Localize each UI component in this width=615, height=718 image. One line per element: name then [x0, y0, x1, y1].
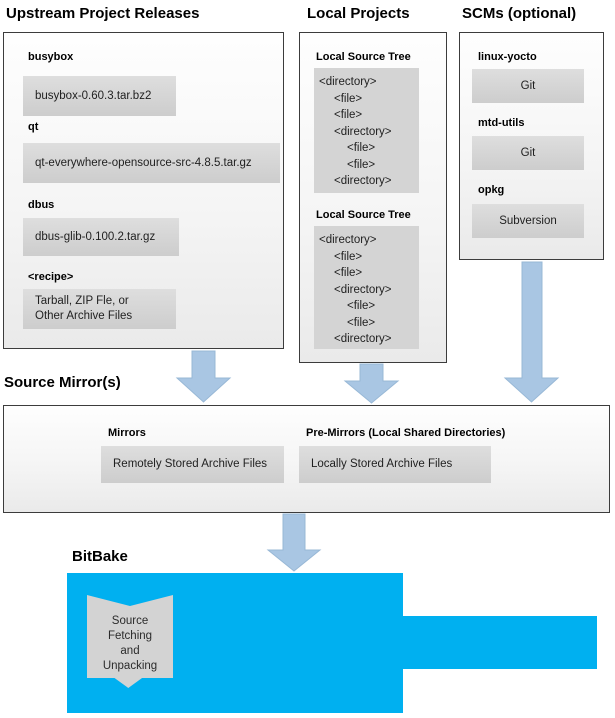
- tree-entry: <file>: [347, 158, 376, 171]
- tree-entry: <file>: [334, 250, 363, 263]
- upstream-title: Upstream Project Releases: [6, 5, 200, 22]
- tree-entry: <file>: [334, 109, 363, 121]
- archive-box: Tarball, ZIP Fle, or Other Archive Files: [23, 289, 176, 329]
- item-label: Mirrors: [108, 427, 146, 439]
- item-label: <recipe>: [28, 271, 74, 283]
- local-projects-title: Local Projects: [307, 5, 410, 22]
- tree-entry: <directory>: [319, 234, 377, 246]
- source-fetching-ribbon: Source Fetching and Unpacking: [87, 595, 173, 688]
- arrow-mirrors-to-bitbake-icon: [266, 513, 322, 572]
- item-label: Pre-Mirrors (Local Shared Directories): [306, 427, 506, 439]
- upstream-panel: busybox busybox-0.60.3.tar.bz2 qt qt-eve…: [3, 32, 284, 349]
- archive-box: dbus-glib-0.100.2.tar.gz: [23, 218, 179, 256]
- scm-box: Git: [472, 69, 584, 103]
- arrow-scms-to-mirrors-icon: [503, 261, 560, 403]
- bitbake-arm: [403, 616, 597, 669]
- arrow-localprojects-to-mirrors-icon: [343, 363, 400, 404]
- tree-entry: <directory>: [334, 283, 392, 296]
- item-label: opkg: [478, 184, 505, 196]
- tree-entry: <file>: [347, 316, 376, 329]
- tree-entry: <file>: [334, 92, 363, 105]
- item-label: dbus: [28, 199, 55, 211]
- item-label: mtd-utils: [478, 117, 525, 129]
- scm-box: Subversion: [472, 204, 584, 238]
- scms-title: SCMs (optional): [462, 5, 577, 22]
- tree-entry: <directory>: [319, 76, 377, 88]
- source-tree-box: <directory> <file> <file> <directory> <f…: [314, 226, 419, 349]
- tree-entry: <directory>: [334, 333, 392, 345]
- arrow-upstream-to-mirrors-icon: [175, 350, 232, 403]
- tree-entry: <directory>: [334, 175, 392, 187]
- source-tree-box: <directory> <file> <file> <directory> <f…: [314, 68, 419, 193]
- item-label: Local Source Tree: [316, 209, 411, 221]
- local-projects-panel: Local Source Tree <directory> <file> <fi…: [299, 32, 447, 363]
- tree-entry: <directory>: [334, 125, 392, 138]
- archive-box: busybox-0.60.3.tar.bz2: [23, 76, 176, 116]
- mirror-box: Locally Stored Archive Files: [299, 446, 491, 483]
- item-label: busybox: [28, 51, 74, 63]
- item-label: linux-yocto: [478, 51, 537, 63]
- mirror-box: Remotely Stored Archive Files: [101, 446, 284, 483]
- bitbake-title: BitBake: [72, 548, 128, 565]
- archive-box: qt-everywhere-opensource-src-4.8.5.tar.g…: [23, 143, 280, 183]
- tree-entry: <file>: [347, 142, 376, 154]
- scm-box: Git: [472, 136, 584, 170]
- item-label: Local Source Tree: [316, 51, 411, 63]
- tree-entry: <file>: [347, 300, 376, 312]
- source-mirrors-panel: Mirrors Remotely Stored Archive Files Pr…: [3, 405, 610, 513]
- scms-panel: linux-yocto Git mtd-utils Git opkg Subve…: [459, 32, 604, 260]
- tree-entry: <file>: [334, 267, 363, 279]
- item-label: qt: [28, 121, 39, 133]
- source-mirrors-title: Source Mirror(s): [4, 374, 121, 391]
